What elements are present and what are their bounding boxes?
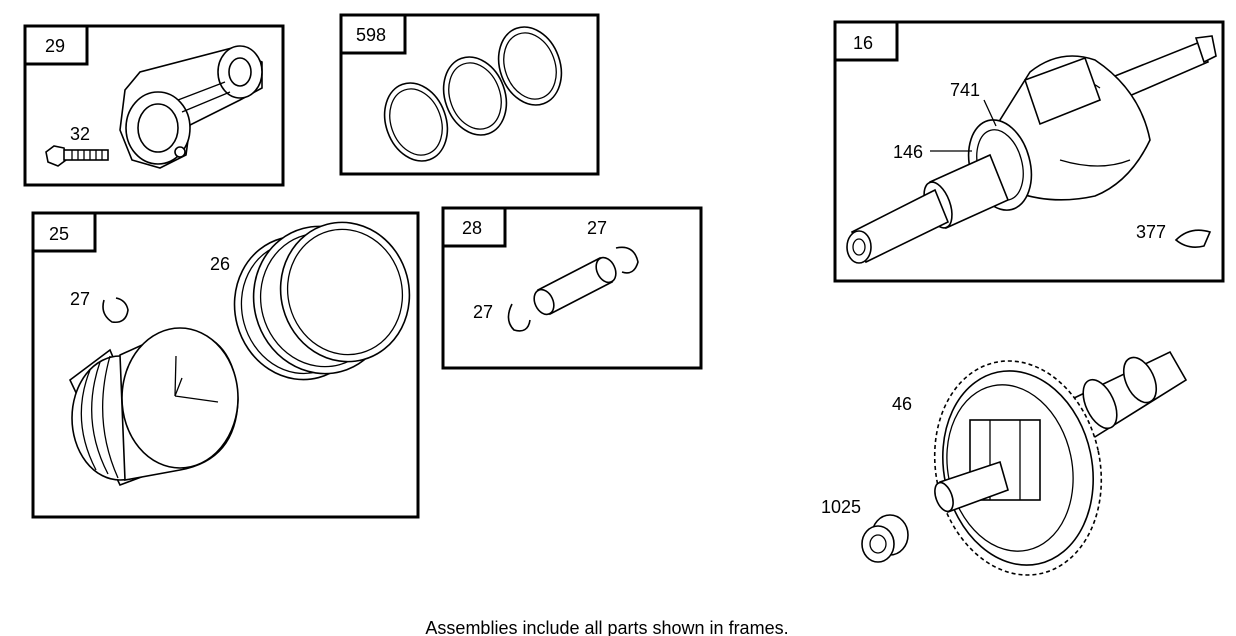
frame-598: 598	[339, 13, 600, 176]
frame-label-29: 29	[45, 36, 65, 56]
callout-27-pin-bottom: 27	[473, 302, 493, 322]
caption: Assemblies include all parts shown in fr…	[425, 618, 788, 636]
connecting-rod	[119, 45, 263, 169]
frame-29: 29 32	[23, 24, 285, 187]
piston-rings	[383, 26, 563, 162]
callout-377: 377	[1136, 222, 1166, 242]
callout-27-pin-top: 27	[587, 218, 607, 238]
crankshaft	[846, 35, 1217, 264]
frame-16: 16 741 146 377	[833, 20, 1225, 283]
callout-1025: 1025	[821, 497, 861, 517]
callout-32: 32	[70, 124, 90, 144]
rod-bolt	[45, 145, 109, 167]
camshaft-bushing	[861, 514, 909, 563]
frame-28: 28 27 27	[441, 206, 703, 370]
frame-label-16: 16	[853, 33, 873, 53]
frame-label-598: 598	[356, 25, 386, 45]
frame-label-28: 28	[462, 218, 482, 238]
pin-clip-top	[615, 246, 639, 274]
callout-26: 26	[210, 254, 230, 274]
piston-ring-set	[233, 221, 411, 381]
retaining-clip	[102, 297, 129, 324]
camshaft	[933, 350, 1188, 576]
piston	[68, 327, 239, 487]
callout-27-piston: 27	[70, 289, 90, 309]
callout-46: 46	[892, 394, 912, 414]
leader-741	[983, 99, 997, 127]
frame-label-25: 25	[49, 224, 69, 244]
piston-pin	[533, 256, 617, 316]
callout-146: 146	[893, 142, 923, 162]
pin-clip-bottom	[507, 303, 531, 332]
crankshaft-key	[1174, 229, 1212, 248]
callout-741: 741	[950, 80, 980, 100]
frame-25: 25 26 27	[31, 211, 420, 519]
